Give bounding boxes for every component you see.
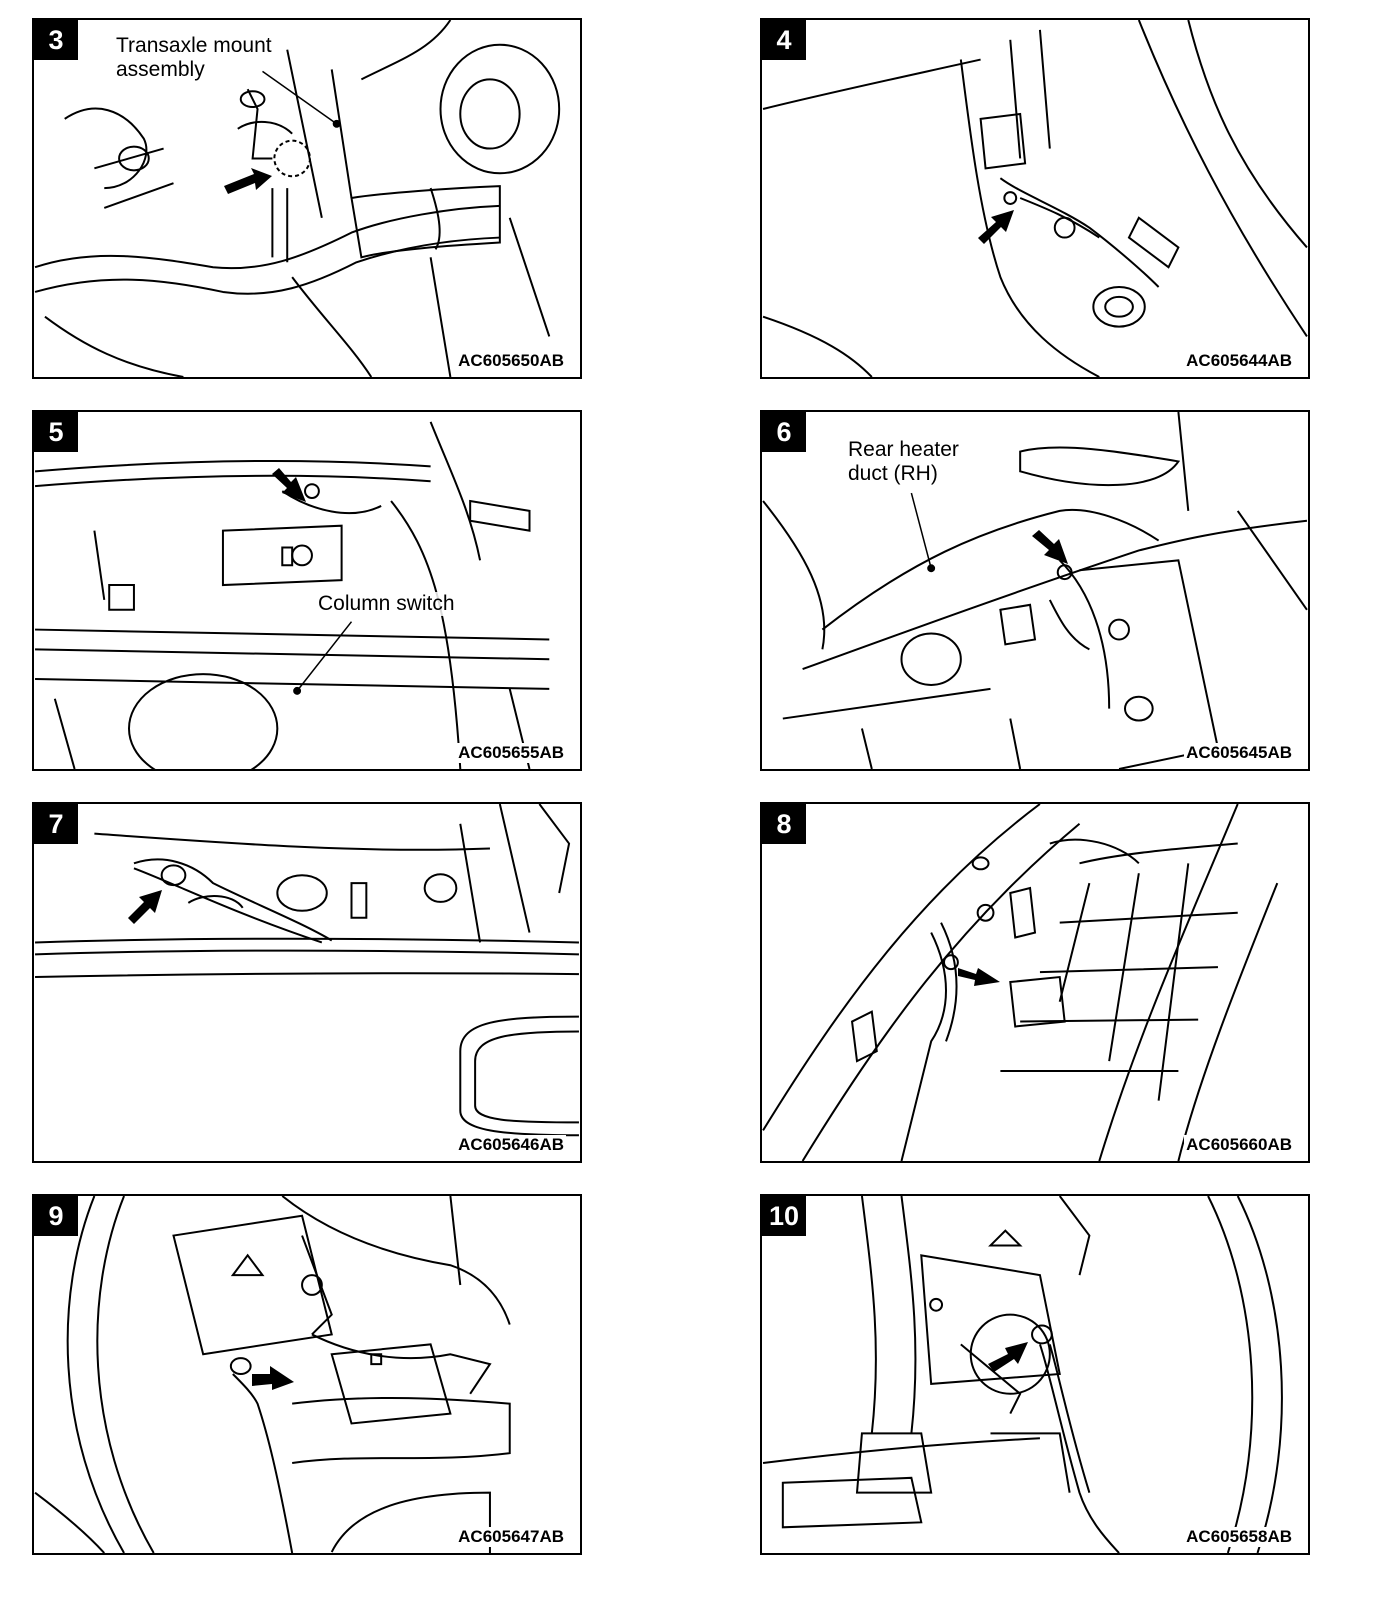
illustration-rear-heater-duct xyxy=(762,412,1308,769)
step-number: 7 xyxy=(34,804,78,844)
arrow-pointer-icon xyxy=(958,968,1000,986)
illustration-panel-8 xyxy=(762,804,1308,1161)
step-number: 5 xyxy=(34,412,78,452)
callout-label-line2: duct (RH) xyxy=(848,462,938,486)
figure-code: AC605660AB xyxy=(1184,1135,1294,1155)
figure-code: AC605655AB xyxy=(456,743,566,763)
arrow-pointer-icon xyxy=(252,1366,294,1390)
figure-panel-step-6: 6 Rear heater duct (RH) AC605645AB xyxy=(760,410,1310,771)
step-number: 10 xyxy=(762,1196,806,1236)
arrow-pointer-icon xyxy=(272,468,306,502)
figure-panel-step-4: 4 AC605644AB xyxy=(760,18,1310,379)
figure-code: AC605650AB xyxy=(456,351,566,371)
illustration-panel-7 xyxy=(34,804,580,1161)
step-number: 8 xyxy=(762,804,806,844)
illustration-panel-9 xyxy=(34,1196,580,1553)
callout-label-line1: Transaxle mount xyxy=(116,34,272,58)
illustration-transaxle-mount xyxy=(34,20,580,377)
step-number: 9 xyxy=(34,1196,78,1236)
figure-code: AC605646AB xyxy=(456,1135,566,1155)
figure-code: AC605644AB xyxy=(1184,351,1294,371)
arrow-pointer-icon xyxy=(978,210,1014,244)
figure-panel-step-3: 3 Transaxle mount assembly AC605650AB xyxy=(32,18,582,379)
arrow-pointer-icon xyxy=(224,168,272,194)
step-number: 4 xyxy=(762,20,806,60)
callout-label-line2: assembly xyxy=(116,58,205,82)
figure-code: AC605658AB xyxy=(1184,1527,1294,1547)
arrow-pointer-icon xyxy=(128,890,162,924)
figure-panel-step-5: 5 Column switch AC605655AB xyxy=(32,410,582,771)
figure-panel-step-10: 10 AC605658AB xyxy=(760,1194,1310,1555)
callout-label: Column switch xyxy=(318,592,455,616)
illustration-panel-4 xyxy=(762,20,1308,377)
illustration-panel-10 xyxy=(762,1196,1308,1553)
step-number: 3 xyxy=(34,20,78,60)
callout-label-line1: Rear heater xyxy=(848,438,959,462)
figure-panel-step-9: 9 AC605647AB xyxy=(32,1194,582,1555)
figure-panel-step-8: 8 AC605660AB xyxy=(760,802,1310,1163)
step-number: 6 xyxy=(762,412,806,452)
figure-code: AC605645AB xyxy=(1184,743,1294,763)
arrow-pointer-icon xyxy=(1032,530,1068,564)
figure-code: AC605647AB xyxy=(456,1527,566,1547)
arrow-pointer-icon xyxy=(988,1342,1028,1372)
illustration-column-switch xyxy=(34,412,580,769)
figure-panel-step-7: 7 AC605646AB xyxy=(32,802,582,1163)
